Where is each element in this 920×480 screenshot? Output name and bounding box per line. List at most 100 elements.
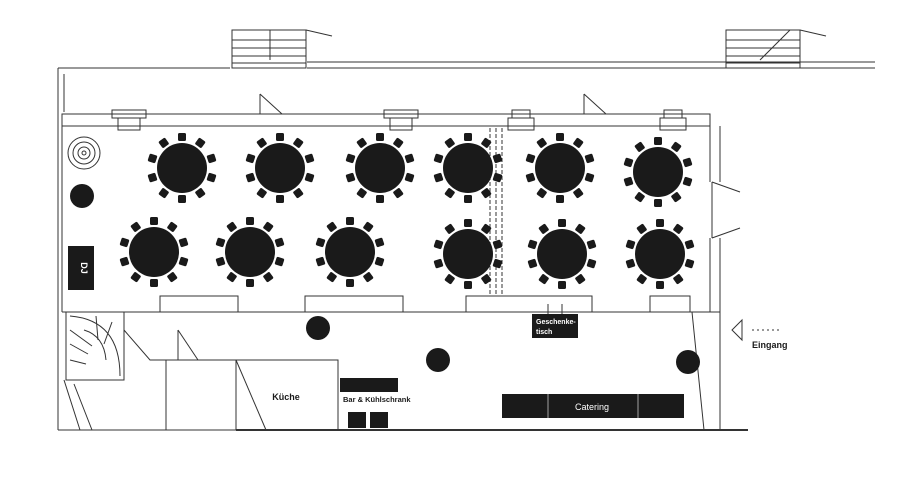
chair bbox=[464, 281, 472, 289]
chair bbox=[256, 188, 267, 199]
chair bbox=[276, 133, 284, 141]
stair-top-left bbox=[231, 29, 333, 69]
chair bbox=[656, 219, 664, 227]
gift-table bbox=[532, 314, 578, 338]
chair bbox=[656, 281, 664, 289]
chair bbox=[492, 239, 503, 250]
chair bbox=[363, 272, 374, 283]
chair bbox=[575, 274, 586, 285]
chair bbox=[363, 221, 374, 232]
chair bbox=[374, 256, 385, 267]
catering-table bbox=[502, 394, 684, 418]
chair bbox=[575, 223, 586, 234]
pillar bbox=[426, 348, 450, 372]
chair bbox=[481, 188, 492, 199]
chair bbox=[464, 133, 472, 141]
dj-booth bbox=[68, 246, 94, 290]
chair bbox=[374, 237, 385, 248]
chair bbox=[558, 219, 566, 227]
chair bbox=[573, 137, 584, 148]
chair bbox=[274, 237, 285, 248]
chair bbox=[158, 137, 169, 148]
table-top bbox=[255, 143, 305, 193]
chair bbox=[671, 141, 682, 152]
chair bbox=[525, 153, 536, 164]
chair bbox=[147, 153, 158, 164]
table-top bbox=[537, 229, 587, 279]
chair bbox=[376, 133, 384, 141]
chair bbox=[444, 188, 455, 199]
chair bbox=[245, 153, 256, 164]
chair bbox=[404, 172, 415, 183]
entrance-label: Eingang bbox=[752, 340, 788, 350]
bar-label: Bar & Kühlschrank bbox=[343, 395, 411, 404]
chair bbox=[150, 217, 158, 225]
chair bbox=[263, 221, 274, 232]
round-table bbox=[119, 217, 189, 287]
spiral-stair bbox=[65, 312, 125, 381]
chair bbox=[256, 137, 267, 148]
chair bbox=[215, 256, 226, 267]
chair bbox=[345, 153, 356, 164]
pillar bbox=[676, 350, 700, 374]
chair bbox=[167, 272, 178, 283]
round-table bbox=[147, 133, 217, 203]
round-table bbox=[625, 219, 695, 289]
chair bbox=[393, 188, 404, 199]
chair bbox=[433, 153, 444, 164]
hall-wall bbox=[61, 113, 711, 127]
chair bbox=[671, 192, 682, 203]
chair bbox=[492, 258, 503, 269]
chair bbox=[586, 239, 597, 250]
chair bbox=[538, 274, 549, 285]
gift-table-label: Geschenke- bbox=[536, 319, 576, 326]
chair bbox=[178, 256, 189, 267]
chair bbox=[492, 153, 503, 164]
pillar bbox=[70, 184, 94, 208]
kitchen-label: Küche bbox=[272, 392, 300, 402]
chair bbox=[433, 172, 444, 183]
chair bbox=[625, 239, 636, 250]
chair bbox=[245, 172, 256, 183]
chair bbox=[304, 172, 315, 183]
round-table bbox=[345, 133, 415, 203]
chair bbox=[536, 137, 547, 148]
chair bbox=[356, 188, 367, 199]
table-top bbox=[157, 143, 207, 193]
round-table bbox=[623, 137, 693, 207]
fridge bbox=[370, 412, 388, 428]
chair bbox=[315, 237, 326, 248]
chair bbox=[276, 195, 284, 203]
table-top bbox=[535, 143, 585, 193]
chair bbox=[119, 256, 130, 267]
chair bbox=[558, 281, 566, 289]
chair bbox=[623, 176, 634, 187]
chair bbox=[404, 153, 415, 164]
table-top bbox=[633, 147, 683, 197]
chair bbox=[444, 223, 455, 234]
chair bbox=[326, 221, 337, 232]
chair bbox=[393, 137, 404, 148]
chair bbox=[178, 133, 186, 141]
chair bbox=[147, 172, 158, 183]
chair bbox=[130, 272, 141, 283]
chair bbox=[673, 274, 684, 285]
chair bbox=[584, 172, 595, 183]
chair bbox=[464, 219, 472, 227]
chair bbox=[178, 195, 186, 203]
round-table bbox=[527, 219, 597, 289]
chair bbox=[623, 157, 634, 168]
entrance-door bbox=[711, 181, 741, 239]
chair bbox=[433, 239, 444, 250]
table-top bbox=[443, 143, 493, 193]
chair bbox=[586, 258, 597, 269]
chair bbox=[345, 172, 356, 183]
chair bbox=[525, 172, 536, 183]
chair bbox=[326, 272, 337, 283]
room-divider bbox=[489, 128, 503, 296]
round-tables bbox=[119, 133, 695, 289]
chair bbox=[293, 188, 304, 199]
fridge bbox=[348, 412, 366, 428]
chair bbox=[195, 188, 206, 199]
